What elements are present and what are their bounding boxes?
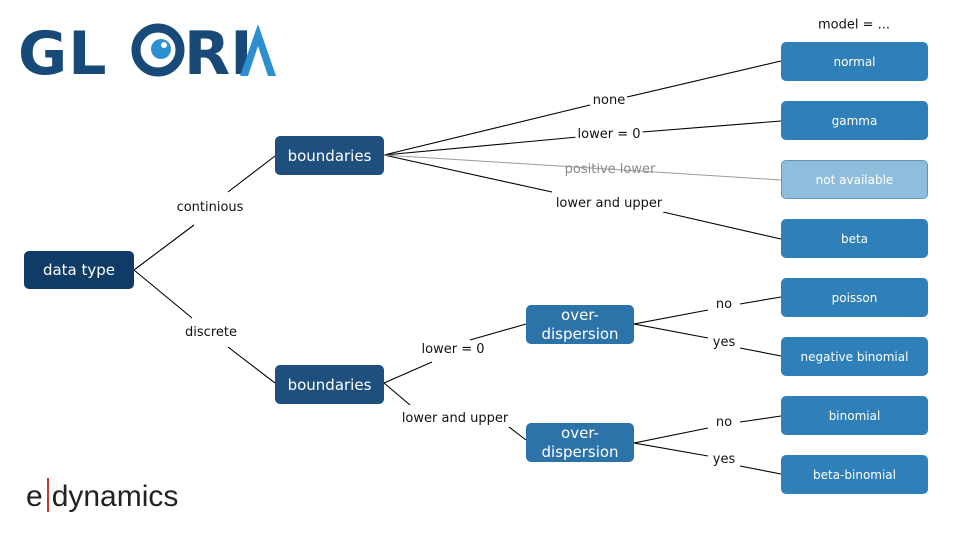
edge-none	[383, 60, 782, 156]
edge-discrete	[133, 269, 276, 384]
edynamics-word: dynamics	[51, 480, 179, 513]
edge-lower0-cont	[383, 120, 782, 156]
node-boundaries-continuous: boundaries	[275, 136, 384, 175]
edge-no-1	[633, 296, 782, 325]
edge-label-positive-lower: positive lower	[564, 162, 656, 177]
edge-continious	[133, 155, 276, 271]
edge-label-yes-1: yes	[710, 335, 738, 351]
edge-yes-2	[633, 442, 782, 475]
edge-label-no-1: no	[713, 297, 735, 313]
edge-label-none: none	[590, 93, 628, 109]
model-header: model = ...	[817, 17, 891, 33]
leaf-poisson: poisson	[781, 278, 928, 317]
edge-label-lower-upper-discrete: lower and upper	[399, 411, 511, 427]
edge-label-lower0-discrete: lower = 0	[419, 342, 487, 358]
edge-label-no-2: no	[713, 415, 735, 431]
leaf-binomial: binomial	[781, 396, 928, 435]
node-data-type: data type	[24, 251, 134, 289]
overdispersion-line2: dispersion	[541, 324, 619, 343]
leaf-negative-binomial: negative binomial	[781, 337, 928, 376]
edynamics-bar	[46, 478, 49, 512]
edge-label-yes-2: yes	[710, 452, 738, 468]
gloria-logo: GL RI	[18, 19, 276, 80]
node-boundaries-discrete: boundaries	[275, 365, 384, 404]
leaf-normal: normal	[781, 42, 928, 81]
overdispersion-line1: over-	[561, 305, 599, 324]
edge-label-lower-upper-continuous: lower and upper	[553, 196, 665, 212]
overdispersion-line1: over-	[561, 423, 599, 442]
leaf-not-available: not available	[781, 160, 928, 199]
edge-lower0-disc	[383, 323, 527, 384]
node-overdispersion-2: over- dispersion	[526, 423, 634, 462]
edynamics-prefix: e	[26, 480, 43, 513]
edge-label-continious: continious	[174, 200, 246, 216]
edge-positive-lower	[383, 154, 782, 181]
edge-label-discrete: discrete	[183, 325, 239, 341]
edge-no-2	[633, 415, 782, 444]
svg-text:GL: GL	[18, 19, 107, 80]
leaf-gamma: gamma	[781, 101, 928, 140]
edge-lower-upper-cont	[383, 154, 782, 240]
leaf-beta-binomial: beta-binomial	[781, 455, 928, 494]
node-overdispersion-1: over- dispersion	[526, 305, 634, 344]
edge-label-lower0-continuous: lower = 0	[575, 127, 643, 143]
overdispersion-line2: dispersion	[541, 442, 619, 461]
leaf-beta: beta	[781, 219, 928, 258]
svg-text:RI: RI	[184, 19, 253, 80]
edge-yes-1	[633, 323, 782, 357]
